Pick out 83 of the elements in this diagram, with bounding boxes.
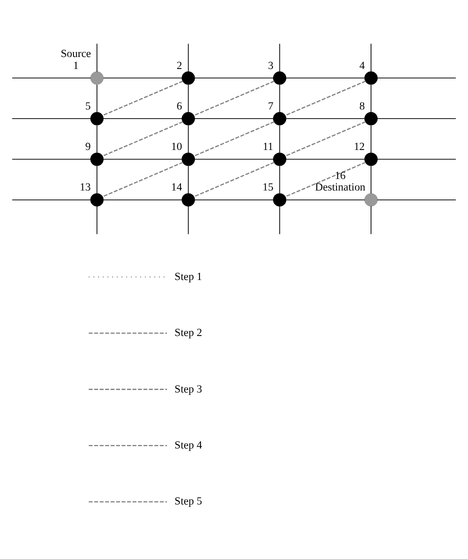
connector (102, 162, 184, 198)
node-label: 1 (73, 60, 79, 72)
node-label: 12 (354, 141, 365, 154)
connector (96, 84, 98, 113)
connector (188, 165, 189, 194)
node-circle (364, 71, 378, 85)
connector (279, 165, 280, 194)
connector (194, 158, 274, 160)
legend-label: Step 5 (174, 496, 202, 508)
node-label: 4 (359, 60, 365, 72)
connector (286, 158, 366, 160)
node-label: 14 (171, 182, 182, 194)
connector (194, 121, 274, 157)
legend-label: Step 4 (174, 439, 202, 452)
node-label: 11 (262, 141, 274, 154)
connector (12, 158, 92, 160)
connector (96, 43, 98, 72)
node-label: 16 (334, 170, 346, 182)
node-label: 8 (359, 100, 365, 112)
connector (370, 206, 372, 235)
node-circle (364, 112, 378, 126)
connector (96, 206, 98, 235)
node-label: 7 (268, 100, 274, 112)
connector (279, 206, 280, 235)
node-label: 13 (80, 182, 91, 194)
connector (284, 80, 366, 116)
node-circle (182, 152, 195, 166)
node-label: Source (60, 48, 92, 60)
node-circle (273, 152, 286, 166)
node-circle (90, 112, 104, 126)
node-circle (90, 152, 104, 166)
connector (188, 206, 189, 235)
connector (279, 84, 280, 113)
legend-label: Step 1 (174, 270, 202, 283)
connector (102, 121, 184, 157)
connector (194, 162, 274, 198)
connector (188, 84, 189, 113)
connector (376, 199, 456, 200)
connector (194, 199, 274, 200)
connector (370, 84, 372, 113)
connector (370, 165, 372, 194)
node-label: 2 (176, 60, 182, 72)
node-circle (273, 112, 286, 126)
connector (370, 124, 372, 154)
node-circle (273, 71, 286, 85)
connector (376, 158, 456, 160)
node-circle (90, 71, 104, 85)
connector (286, 199, 366, 200)
connector (12, 118, 92, 120)
connector (194, 118, 274, 120)
node-label: Destination (315, 182, 366, 194)
connector (194, 80, 274, 116)
connector (284, 121, 366, 157)
connector (370, 43, 372, 72)
connector (96, 124, 98, 154)
node-label: 3 (268, 60, 274, 72)
connector (286, 118, 366, 120)
node-circle (182, 112, 195, 126)
connector (103, 118, 182, 120)
connector (12, 199, 92, 200)
connector (188, 124, 189, 154)
node-label: 5 (85, 100, 91, 112)
legend-label: Step 3 (174, 383, 202, 396)
node-circle (273, 193, 286, 206)
connector (279, 124, 280, 154)
connector (96, 165, 98, 194)
node-circle (364, 193, 378, 206)
connector (102, 80, 184, 116)
node-label: 9 (85, 141, 91, 154)
node-circle (182, 193, 195, 206)
node-circle (182, 71, 195, 85)
node-circle (364, 152, 378, 166)
node-label: 15 (262, 182, 274, 194)
connector (103, 199, 182, 200)
node-label: 10 (171, 141, 182, 154)
node-circle (90, 193, 104, 206)
connector (376, 118, 456, 120)
node-label: 6 (176, 100, 182, 112)
legend-label: Step 2 (174, 327, 202, 340)
connector (284, 162, 366, 198)
connector (279, 43, 280, 72)
connector (103, 158, 182, 160)
connector (188, 43, 189, 72)
